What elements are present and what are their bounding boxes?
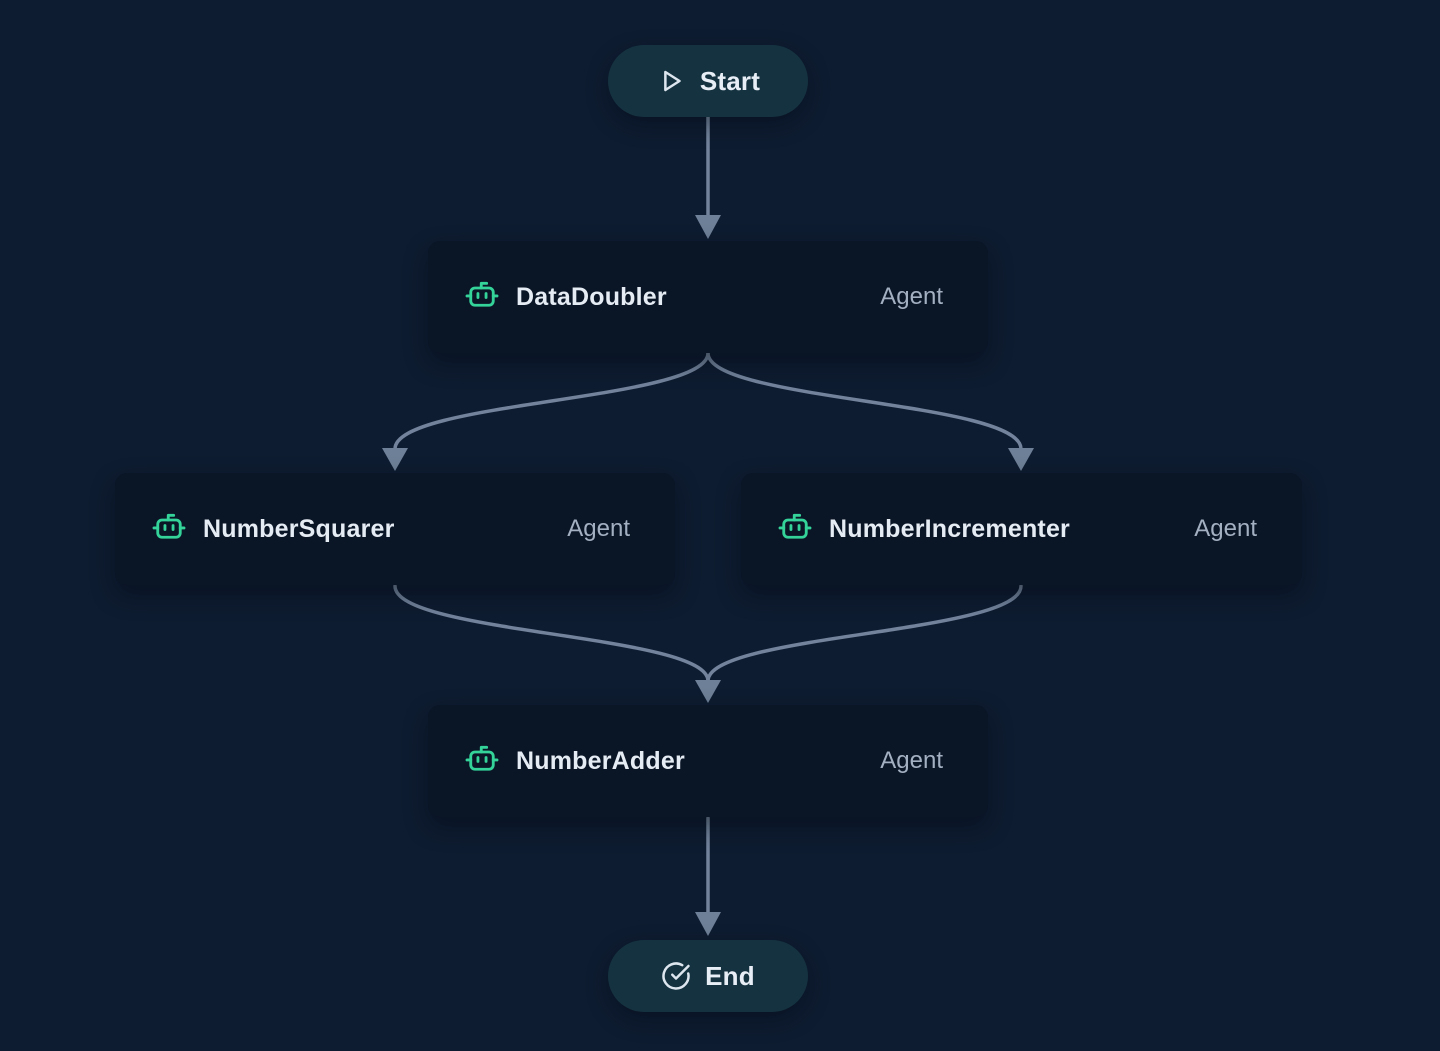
- arrowhead-numbersquarer: [382, 448, 408, 471]
- arrowhead-numberincrementer: [1008, 448, 1034, 471]
- node-end[interactable]: End: [608, 940, 808, 1012]
- robot-icon: [464, 743, 500, 779]
- robot-icon: [777, 511, 813, 547]
- edge-numberincrementer-numberadder: [706, 584, 1023, 683]
- agent-name: NumberIncrementer: [829, 514, 1070, 543]
- play-icon: [656, 66, 686, 96]
- agent-name: NumberAdder: [516, 746, 685, 775]
- edge-datadoubler-numbersquarer: [393, 351, 710, 451]
- edge-numbersquarer-numberadder: [393, 584, 710, 683]
- arrowhead-numberadder: [695, 680, 721, 703]
- node-numbersquarer[interactable]: NumberSquarer Agent: [115, 473, 675, 585]
- agent-type-label: Agent: [1194, 515, 1257, 542]
- agent-type-label: Agent: [567, 515, 630, 542]
- node-numberincrementer[interactable]: NumberIncrementer Agent: [741, 473, 1302, 585]
- arrowhead-datadoubler: [695, 215, 721, 239]
- arrowhead-end: [695, 912, 721, 936]
- agent-type-label: Agent: [880, 747, 943, 774]
- robot-icon: [151, 511, 187, 547]
- agent-name: NumberSquarer: [203, 514, 395, 543]
- end-label: End: [705, 960, 755, 991]
- start-label: Start: [699, 65, 761, 96]
- edge-datadoubler-numberincrementer: [706, 351, 1023, 451]
- node-numberadder[interactable]: NumberAdder Agent: [428, 705, 988, 817]
- agent-type-label: Agent: [880, 283, 943, 310]
- agent-name: DataDoubler: [516, 282, 667, 311]
- robot-icon: [464, 279, 500, 315]
- node-start[interactable]: Start: [608, 45, 808, 117]
- node-datadoubler[interactable]: DataDoubler Agent: [428, 241, 988, 353]
- check-circle-icon: [661, 961, 691, 991]
